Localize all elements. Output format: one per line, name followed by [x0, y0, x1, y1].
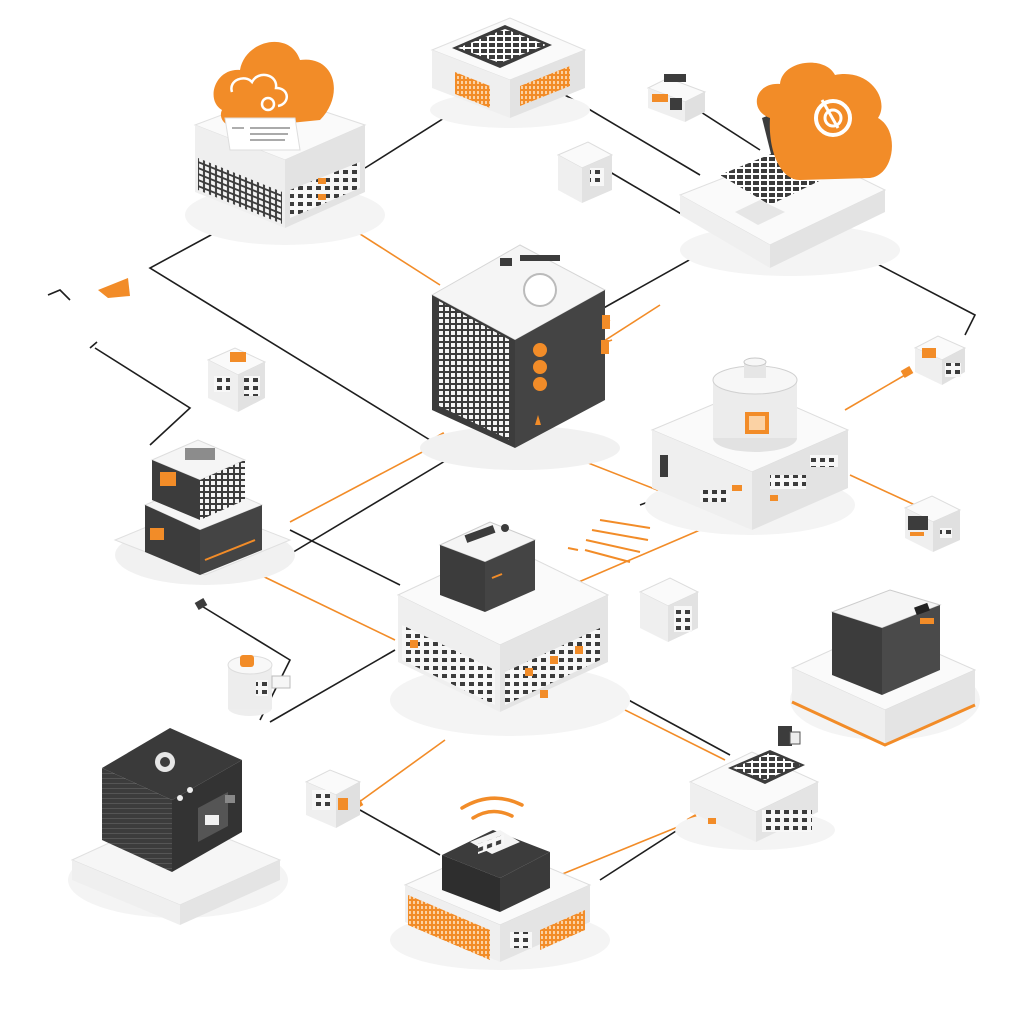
storage-tank-right	[645, 357, 855, 535]
arrow-icon	[98, 278, 130, 298]
small-module-upper	[556, 141, 614, 203]
connector-line	[599, 821, 691, 881]
connector-line	[849, 474, 916, 506]
connector-line	[94, 347, 192, 446]
small-connector-right	[913, 335, 967, 385]
connector-line	[289, 439, 446, 523]
connector-line	[559, 529, 701, 591]
connector-line	[844, 374, 906, 411]
connector-line	[359, 809, 441, 856]
target-icon	[814, 99, 852, 137]
small-module-right	[903, 495, 962, 552]
plug-icon	[194, 598, 208, 610]
keyboard-device-top	[430, 17, 590, 128]
arrow-icon	[47, 289, 71, 301]
plug-icon	[900, 366, 914, 378]
wifi-hub-bottom	[390, 796, 610, 970]
connector-line	[269, 649, 396, 723]
small-module-top	[646, 74, 707, 122]
cloud-server-topleft	[185, 41, 385, 245]
arrow-icon	[89, 341, 98, 349]
small-connector-bottom	[304, 769, 362, 828]
connector-line	[559, 821, 691, 876]
laptop-cloud-topright	[678, 62, 900, 276]
router-hub-center	[390, 521, 630, 736]
cloud-icon	[213, 41, 334, 128]
cylinder-module-left	[227, 655, 291, 716]
connector-line	[249, 569, 396, 641]
connector-line	[354, 739, 446, 806]
connector-line	[859, 254, 977, 336]
connector-line	[289, 529, 401, 586]
small-cube-left	[206, 347, 267, 412]
small-cube-center	[638, 577, 700, 642]
connector-line	[148, 221, 431, 441]
keyboard-terminal-right	[675, 726, 835, 850]
connector-line	[609, 689, 731, 756]
stacked-server-left	[113, 439, 295, 585]
black-box-right	[790, 589, 980, 747]
signal-lines	[567, 519, 651, 563]
wifi-icon	[460, 796, 524, 820]
black-cube-bottomleft	[68, 728, 288, 925]
central-server	[420, 244, 620, 470]
